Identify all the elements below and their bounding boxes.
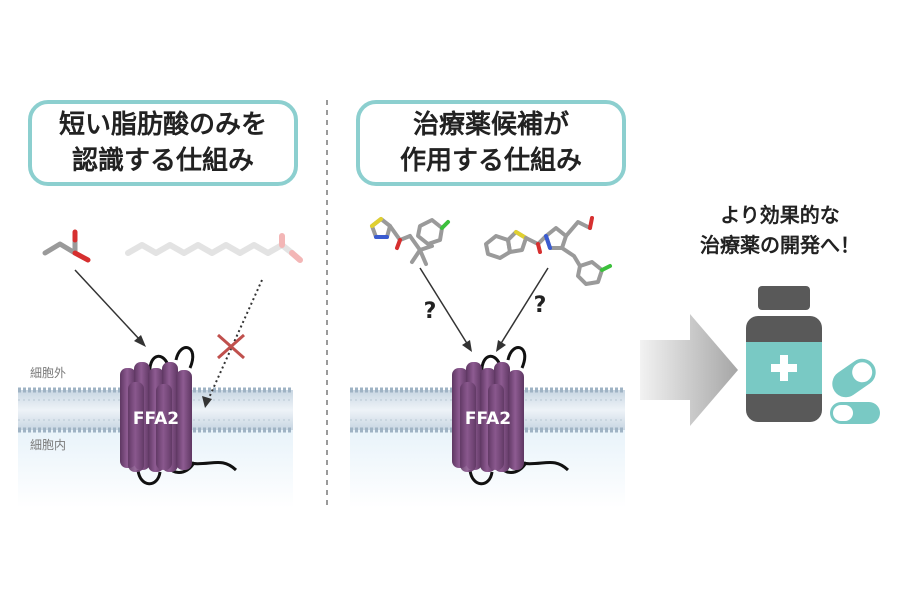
drug-candidate-molecule-2 <box>484 216 612 286</box>
binding-arrow <box>74 269 146 347</box>
ffa2-receptor-left <box>120 346 238 486</box>
ffa2-receptor-middle <box>452 346 570 486</box>
block-cross-mark <box>217 333 245 360</box>
label-inside-cell: 細胞内 <box>30 438 67 452</box>
title-drug-candidate: 治療薬候補が 作用する仕組み <box>356 100 626 186</box>
long-fatty-acid-molecule <box>125 233 303 263</box>
goal-line1: より効果的な <box>720 203 840 227</box>
capsule-icon <box>832 358 876 398</box>
receptor-label-left: FFA2 <box>133 409 179 429</box>
approach-arrow-2 <box>496 267 549 352</box>
tablet-icon <box>830 402 880 424</box>
goal-text: より効果的な 治療薬の開発へ！ <box>680 200 880 260</box>
approach-arrow-1 <box>419 267 472 352</box>
title-left-line1: 短い脂肪酸のみを <box>58 110 267 140</box>
question-mark-1: ? <box>424 299 437 324</box>
title-left-line2: 認識する仕組み <box>71 146 254 176</box>
short-fatty-acid-molecule <box>42 229 91 263</box>
medicine-bottle-icon <box>746 286 822 422</box>
goal-line2: 治療薬の開発へ！ <box>700 233 860 257</box>
label-outside-cell: 細胞外 <box>30 366 67 380</box>
progress-arrow <box>640 314 738 426</box>
receptor-label-middle: FFA2 <box>465 409 511 429</box>
title-mid-line1: 治療薬候補が <box>412 110 569 140</box>
question-mark-2: ? <box>534 293 547 318</box>
blocked-arrow <box>202 279 263 408</box>
title-mid-line2: 作用する仕組み <box>399 146 582 176</box>
drug-candidate-molecule-1 <box>370 217 450 266</box>
title-short-fatty-acid: 短い脂肪酸のみを 認識する仕組み <box>28 100 298 186</box>
